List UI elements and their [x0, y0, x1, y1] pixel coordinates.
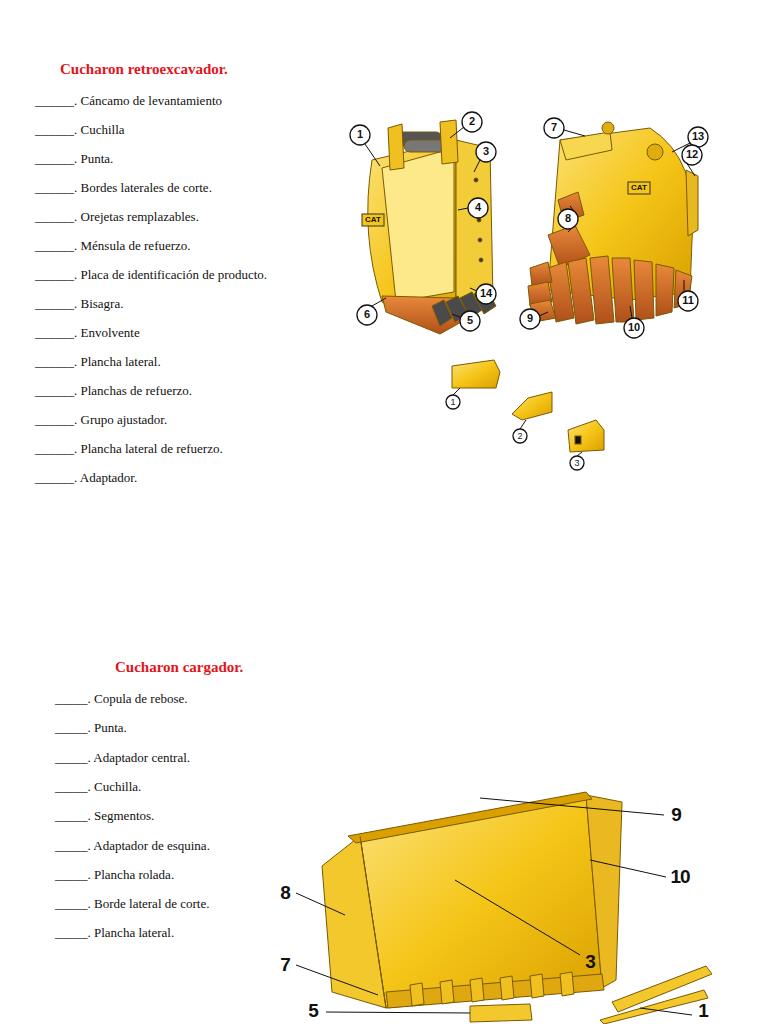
blank-item: _____. Plancha lateral. — [55, 925, 174, 941]
callout-number: 11 — [682, 294, 694, 307]
callout-number: 12 — [686, 148, 698, 161]
section-title: Cucharon cargador. — [115, 658, 243, 676]
blank-item: ______. Punta. — [35, 151, 113, 167]
callout-number: 2 — [469, 115, 475, 128]
blank-item: ______. Ménsula de refuerzo. — [35, 238, 191, 254]
blank-item: ______. Adaptador. — [35, 470, 137, 486]
blank-item: _____. Borde lateral de corte. — [55, 896, 210, 912]
brand-logo: CAT — [365, 215, 381, 225]
callout-number: 14 — [480, 287, 492, 300]
blank-item: ______. Cáncamo de levantamiento — [35, 93, 222, 109]
blank-item: _____. Copula de rebose. — [55, 691, 188, 707]
callout-number: 9 — [527, 312, 533, 325]
callout-number: 1 — [450, 397, 455, 408]
blank-item: ______. Plancha lateral. — [35, 354, 161, 370]
section-title: Cucharon retroexcavador. — [60, 60, 228, 78]
blank-item: ______. Placa de identificación de produ… — [35, 267, 267, 283]
blank-item: ______. Orejetas remplazables. — [35, 209, 199, 225]
callout-number: 13 — [692, 130, 704, 143]
callout-number: 5 — [467, 314, 473, 327]
blank-item: ______. Planchas de refuerzo. — [35, 383, 192, 399]
callout-number: 5 — [308, 999, 318, 1022]
callout-number: 3 — [483, 145, 489, 158]
callout-number: 1 — [698, 999, 708, 1022]
callout-number: 8 — [280, 882, 290, 905]
blank-item: ______. Cuchilla — [35, 122, 125, 138]
blank-item: ______. Grupo ajustador. — [35, 412, 167, 428]
callout-number: 3 — [585, 951, 595, 974]
callout-number: 9 — [671, 804, 681, 827]
callout-number: 3 — [574, 458, 579, 469]
callout-number: 10 — [628, 321, 640, 334]
callout-number: 1 — [357, 128, 363, 141]
blank-item: ______. Plancha lateral de refuerzo. — [35, 441, 223, 457]
callout-number: 7 — [551, 121, 557, 134]
blank-item: ______. Envolvente — [35, 325, 140, 341]
callout-number: 10 — [670, 866, 689, 889]
blank-item: _____. Adaptador central. — [55, 750, 190, 766]
blank-item: ______. Bisagra. — [35, 296, 123, 312]
callout-number: 8 — [565, 212, 571, 225]
callout-number: 4 — [475, 201, 481, 214]
blank-item: _____. Punta. — [55, 720, 127, 736]
blank-item: _____. Plancha rolada. — [55, 867, 174, 883]
blank-item: _____. Segmentos. — [55, 808, 154, 824]
callout-number: 6 — [364, 308, 370, 321]
brand-logo: CAT — [631, 183, 647, 193]
blank-item: _____. Adaptador de esquina. — [55, 838, 210, 854]
blank-item: ______. Bordes laterales de corte. — [35, 180, 212, 196]
callout-number: 2 — [517, 431, 522, 442]
blank-item: _____. Cuchilla. — [55, 779, 141, 795]
callout-number: 7 — [280, 954, 290, 977]
